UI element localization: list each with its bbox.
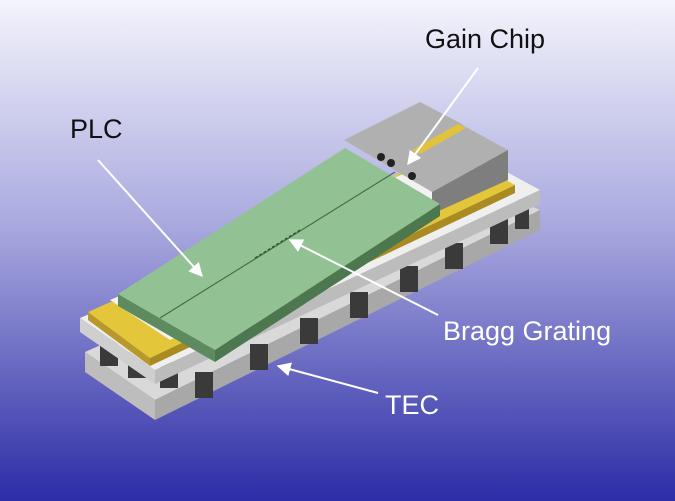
bragg-grating-pointer <box>288 239 439 316</box>
tec-top-plate-left <box>80 318 155 384</box>
plc-label: PLC <box>70 114 123 144</box>
tec-pointer <box>276 362 379 394</box>
plc-chip <box>118 148 440 362</box>
gain-chip <box>344 102 508 214</box>
gain-chip-gold-stripe <box>412 124 466 154</box>
tec-label: TEC <box>385 390 439 420</box>
bragg-grating-region <box>254 229 301 259</box>
plc-left <box>118 294 215 362</box>
gain-chip-pointer <box>407 67 479 166</box>
plc-front <box>215 204 440 362</box>
wire-bond <box>387 159 395 167</box>
wire-bond <box>377 153 385 161</box>
plc-top <box>118 148 440 350</box>
gain-chip-label: Gain Chip <box>425 24 545 54</box>
plc-pointer <box>97 159 203 278</box>
plc-waveguide <box>159 171 396 319</box>
bragg-grating-label: Bragg Grating <box>443 316 611 346</box>
gain-chip-front <box>432 150 508 214</box>
wire-bond <box>408 172 416 180</box>
tec-bottom-plate-left <box>85 352 155 420</box>
